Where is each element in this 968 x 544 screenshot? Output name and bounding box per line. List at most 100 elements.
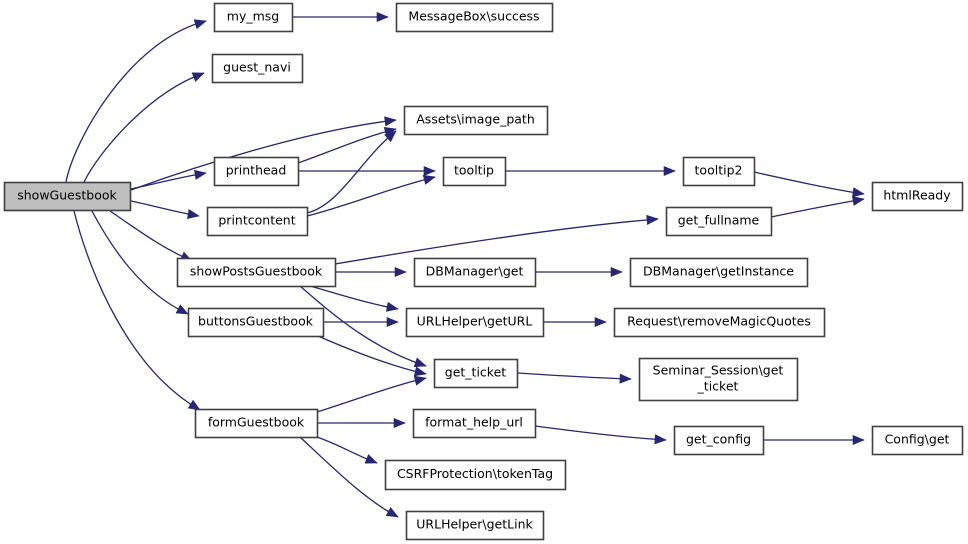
edge-line [83,72,205,183]
node-rect[interactable] [384,459,567,491]
node-printhead[interactable]: printhead [213,156,300,187]
edge-arrowhead [852,187,865,198]
node-label: showPostsGuestbook [190,264,323,279]
node-rect[interactable] [176,257,337,288]
edge-line [130,172,207,190]
edge-arrowhead [187,399,201,411]
edge-line [334,218,659,265]
node-label: guest_navi [223,60,291,75]
edge-arrowhead [413,357,427,368]
node-DBManager_getInstance[interactable]: DBManager\getInstance [629,257,809,288]
edge-showGuestbook-to-Assets_image_path [130,116,397,191]
edge-line [516,372,632,380]
node-htmlReady[interactable]: htmlReady [871,181,964,212]
edge-formGuestbook-to-format_help_url [317,417,406,429]
node-URLHelper_getURL[interactable]: URLHelper\getURL [405,307,545,338]
node-label: Assets\image_path [416,112,535,127]
node-rect[interactable] [629,257,809,288]
node-rect[interactable] [405,510,545,541]
node-rect[interactable] [194,408,319,439]
edge-printcontent-to-tooltip [306,174,436,217]
edge-printhead-to-tooltip [298,165,436,177]
node-CSRFProtection_tokenTag[interactable]: CSRFProtection\tokenTag [384,459,567,491]
edge-formGuestbook-to-URLHelper_getLink [299,436,399,518]
node-tooltip2[interactable]: tooltip2 [682,156,756,187]
edge-format_help_url-to-get_config [534,425,667,445]
edge-showPostsGuestbook-to-get_ticket [299,285,427,368]
edge-formGuestbook-to-CSRFProtection_tokenTag [316,436,378,464]
node-rect[interactable] [395,2,554,33]
edge-line [91,210,189,315]
edge-arrowhead [186,209,200,219]
node-rect[interactable] [405,307,545,338]
node-get_fullname[interactable]: get_fullname [665,206,773,237]
edge-line [316,377,427,413]
edge-line [65,20,207,183]
node-MessageBox_success[interactable]: MessageBox\success [395,2,554,33]
node-rect[interactable] [871,181,964,212]
edge-arrowhead [610,266,623,278]
edge-arrowhead [654,434,667,445]
edge-arrowhead [385,301,399,312]
node-rect[interactable] [433,358,519,389]
node-rect[interactable] [613,307,826,338]
edge-arrowhead [386,316,399,328]
edge-line [299,436,399,518]
node-rect[interactable] [213,156,300,187]
edge-arrowhead [376,11,389,23]
node-rect[interactable] [413,257,537,288]
node-rect[interactable] [213,2,294,33]
node-Request_removeMagicQuotes[interactable]: Request\removeMagicQuotes [613,307,826,338]
node-label: htmlReady [883,188,951,203]
node-rect[interactable] [187,307,325,338]
node-get_config[interactable]: get_config [673,425,765,456]
node-rect[interactable] [3,181,132,212]
node-label: tooltip2 [695,163,743,178]
node-printcontent[interactable]: printcontent [206,206,309,237]
node-rect[interactable] [206,206,309,237]
node-rect[interactable] [211,53,304,84]
edge-tooltip2-to-htmlReady [753,171,865,198]
node-Seminar_Session_get_ticket[interactable]: Seminar_Session\get_ticket [638,357,799,402]
node-rect[interactable] [442,156,507,187]
node-format_help_url[interactable]: format_help_url [412,408,537,439]
node-rect[interactable] [638,357,799,402]
edge-line [306,130,397,214]
node-Assets_image_path[interactable]: Assets\image_path [403,105,549,136]
node-label: _ticket [697,379,739,394]
node-rect[interactable] [412,408,537,439]
node-DBManager_get[interactable]: DBManager\get [413,257,537,288]
node-rect[interactable] [403,105,549,136]
node-label: Seminar_Session\get [653,363,784,378]
edge-showPostsGuestbook-to-get_fullname [334,214,659,265]
node-rect[interactable] [665,206,773,237]
edge-arrowhead [413,375,427,386]
edge-arrowhead [194,169,207,180]
node-tooltip[interactable]: tooltip [442,156,507,187]
edge-formGuestbook-to-get_ticket [316,375,427,413]
edge-get_ticket-to-Seminar_Session_get_ticket [516,372,632,384]
node-rect[interactable] [871,425,964,456]
node-buttonsGuestbook[interactable]: buttonsGuestbook [187,307,325,338]
node-URLHelper_getLink[interactable]: URLHelper\getLink [405,510,545,541]
node-guest_navi[interactable]: guest_navi [211,53,304,84]
node-showPostsGuestbook[interactable]: showPostsGuestbook [176,257,337,288]
node-label: printcontent [218,213,295,228]
node-my_msg[interactable]: my_msg [213,2,294,33]
node-get_ticket[interactable]: get_ticket [433,358,519,389]
node-label: format_help_url [425,415,523,430]
edge-showGuestbook-to-my_msg [65,19,207,183]
edge-showGuestbook-to-guest_navi [83,72,205,183]
node-label: printhead [226,163,287,178]
node-Config_get[interactable]: Config\get [871,425,964,456]
edge-arrowhead [413,366,427,377]
edge-line [130,119,397,191]
edge-buttonsGuestbook-to-get_ticket [317,335,427,377]
node-rect[interactable] [682,156,756,187]
node-formGuestbook[interactable]: formGuestbook [194,408,319,439]
node-label: formGuestbook [208,415,305,430]
node-showGuestbook[interactable]: showGuestbook [3,181,132,212]
node-rect[interactable] [673,425,765,456]
edge-showGuestbook-to-showPostsGuestbook [109,210,193,262]
